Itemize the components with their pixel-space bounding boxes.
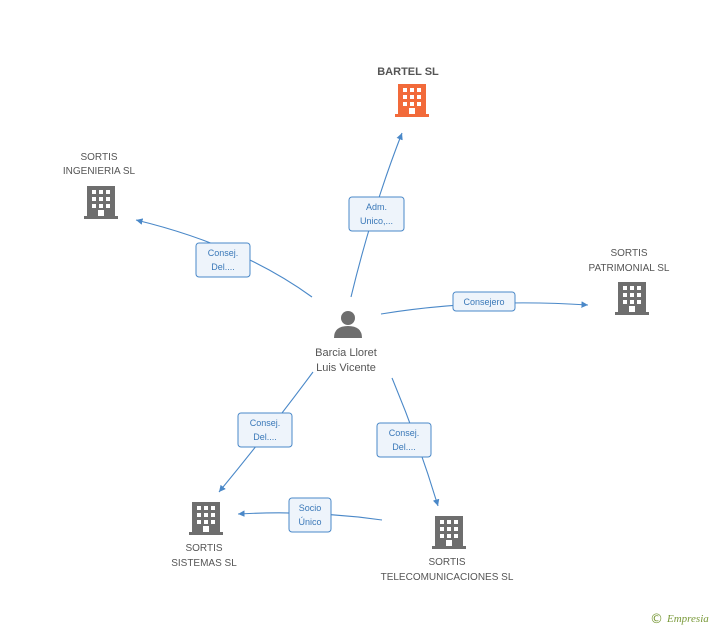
copyright-icon: © (650, 612, 663, 627)
edge-label-line: Consejero (463, 297, 504, 307)
edge-label-line: Del.... (392, 442, 416, 452)
edge-label-line: Adm. (366, 202, 387, 212)
edge-label-line: Consej. (250, 418, 281, 428)
person-name-line2: Luis Vicente (316, 362, 376, 374)
company-name-line1: SORTIS (80, 152, 117, 163)
edge-label-socio[interactable]: Socio Único (288, 497, 332, 533)
company-name: BARTEL SL (377, 66, 439, 78)
company-name-line1: SORTIS (610, 248, 647, 259)
building-icon (84, 186, 118, 219)
company-node-bartel[interactable]: BARTEL SL (377, 66, 439, 117)
company-name-line2: SISTEMAS SL (171, 558, 237, 569)
brand-logo[interactable]: © Empresia (650, 612, 709, 627)
building-icon (395, 84, 429, 117)
building-icon (615, 282, 649, 315)
edge-label-consej-sistemas[interactable]: Consej. Del.... (237, 412, 293, 448)
edge-label-line: Único (298, 517, 321, 527)
company-name-line2: INGENIERIA SL (63, 166, 136, 177)
company-node-ingenieria[interactable]: SORTIS INGENIERIA SL (63, 152, 136, 219)
brand-name: Empresia (666, 613, 709, 625)
edge-label-line: Del.... (253, 432, 277, 442)
person-node[interactable]: Barcia Lloret Luis Vicente (315, 311, 377, 374)
building-icon (432, 516, 466, 549)
edge-label-line: Unico,... (360, 216, 393, 226)
edge-label-line: Consej. (208, 248, 239, 258)
edge-label-line: Consej. (389, 428, 420, 438)
building-icon (189, 502, 223, 535)
edge-label-line: Socio (299, 503, 322, 513)
company-node-sistemas[interactable]: SORTIS SISTEMAS SL (171, 502, 237, 569)
edge-lines (135, 132, 589, 521)
edge-label-consejero[interactable]: Consejero (452, 291, 516, 312)
edge-label-line: Del.... (211, 262, 235, 272)
company-name-line1: SORTIS (185, 543, 222, 554)
company-node-patrimonial[interactable]: SORTIS PATRIMONIAL SL (589, 248, 670, 315)
edge-label-adm[interactable]: Adm. Unico,... (348, 196, 405, 232)
company-name-line1: SORTIS (428, 557, 465, 568)
company-node-telecom[interactable]: SORTIS TELECOMUNICACIONES SL (381, 516, 514, 583)
edge-label-consej-telecom[interactable]: Consej. Del.... (376, 422, 432, 458)
company-name-line2: PATRIMONIAL SL (589, 263, 670, 274)
edge-label-consej-ingenieria[interactable]: Consej. Del.... (195, 242, 251, 278)
person-icon (334, 311, 362, 338)
company-name-line2: TELECOMUNICACIONES SL (381, 572, 514, 583)
person-name-line1: Barcia Lloret (315, 347, 377, 359)
